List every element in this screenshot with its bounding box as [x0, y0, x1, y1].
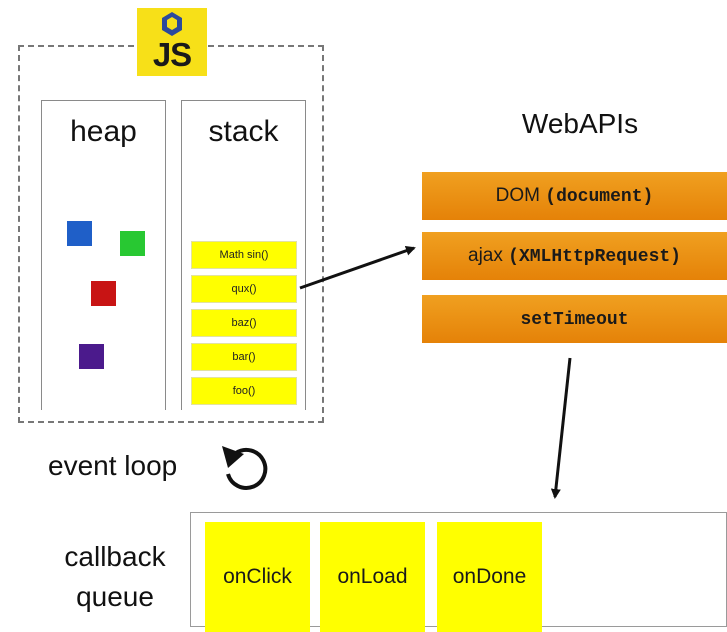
webapi-code: (document)	[545, 187, 654, 207]
heap-title: heap	[70, 115, 137, 148]
heap-object-blue	[67, 221, 92, 246]
webapi-code: (XMLHttpRequest)	[508, 247, 681, 267]
webapi-settimeout: setTimeout	[422, 295, 727, 343]
stack-frame: Math sin()	[191, 241, 297, 269]
js-logo-text: JS	[152, 36, 192, 73]
stack-to-webapi-arrow	[299, 245, 416, 290]
webapi-ajax: ajax (XMLHttpRequest)	[422, 232, 727, 280]
callback-item: onClick	[205, 522, 310, 632]
heap-panel: heap	[41, 100, 166, 410]
stack-frame: bar()	[191, 343, 297, 371]
heap-object-green	[120, 231, 145, 256]
webapi-prefix: ajax	[468, 245, 509, 266]
webapis-title: WebAPIs	[521, 108, 639, 139]
webapi-code: setTimeout	[520, 310, 629, 330]
stack-title: stack	[208, 115, 279, 148]
stack-frame: baz()	[191, 309, 297, 337]
event-loop-icon	[222, 446, 268, 490]
stack-frame: foo()	[191, 377, 297, 405]
callback-label-line1: callback	[64, 541, 166, 572]
webapi-dom: DOM (document)	[422, 172, 727, 220]
callback-queue-label: callback queue	[50, 537, 180, 617]
nodejs-logo-icon	[162, 12, 182, 36]
webapi-to-queue-arrow	[550, 357, 572, 499]
callback-label-line2: queue	[76, 581, 154, 612]
webapi-prefix: DOM	[495, 185, 546, 206]
heap-object-red	[91, 281, 116, 306]
stack-panel: stack	[181, 100, 306, 410]
heap-object-purple	[79, 344, 104, 369]
callback-item: onLoad	[320, 522, 425, 632]
callback-item: onDone	[437, 522, 542, 632]
stack-frame: qux()	[191, 275, 297, 303]
js-logo: JS	[137, 8, 207, 76]
event-loop-label: event loop	[48, 450, 178, 481]
